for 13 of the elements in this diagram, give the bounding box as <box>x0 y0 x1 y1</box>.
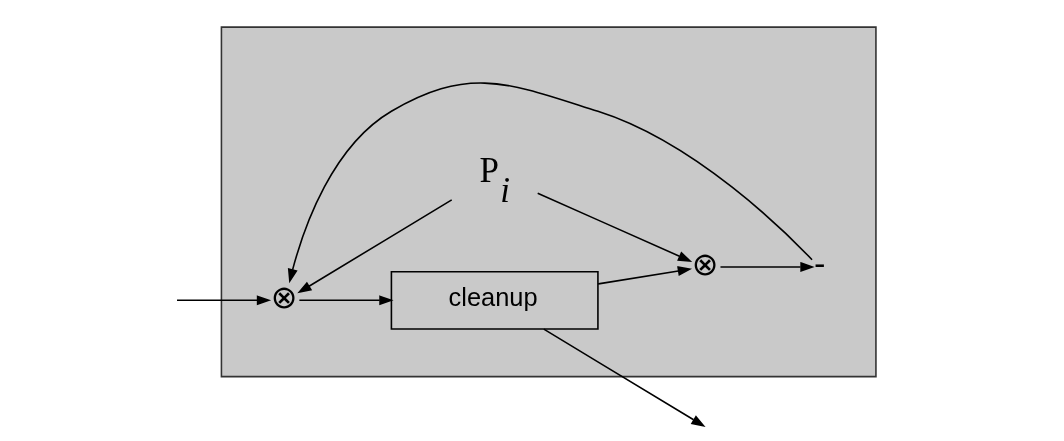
node-text: ⊗ <box>691 245 719 282</box>
arrow <box>597 266 693 285</box>
node-box: cleanup <box>390 270 599 330</box>
arrow <box>176 295 272 306</box>
arrow <box>287 82 813 284</box>
arrow <box>543 328 706 428</box>
arrow <box>536 192 693 262</box>
arrow <box>298 295 394 306</box>
node-text: - <box>813 245 826 282</box>
cluster <box>220 26 877 378</box>
arrow <box>719 261 815 272</box>
arrow <box>297 199 453 294</box>
node-text: ⊗ <box>270 279 298 316</box>
